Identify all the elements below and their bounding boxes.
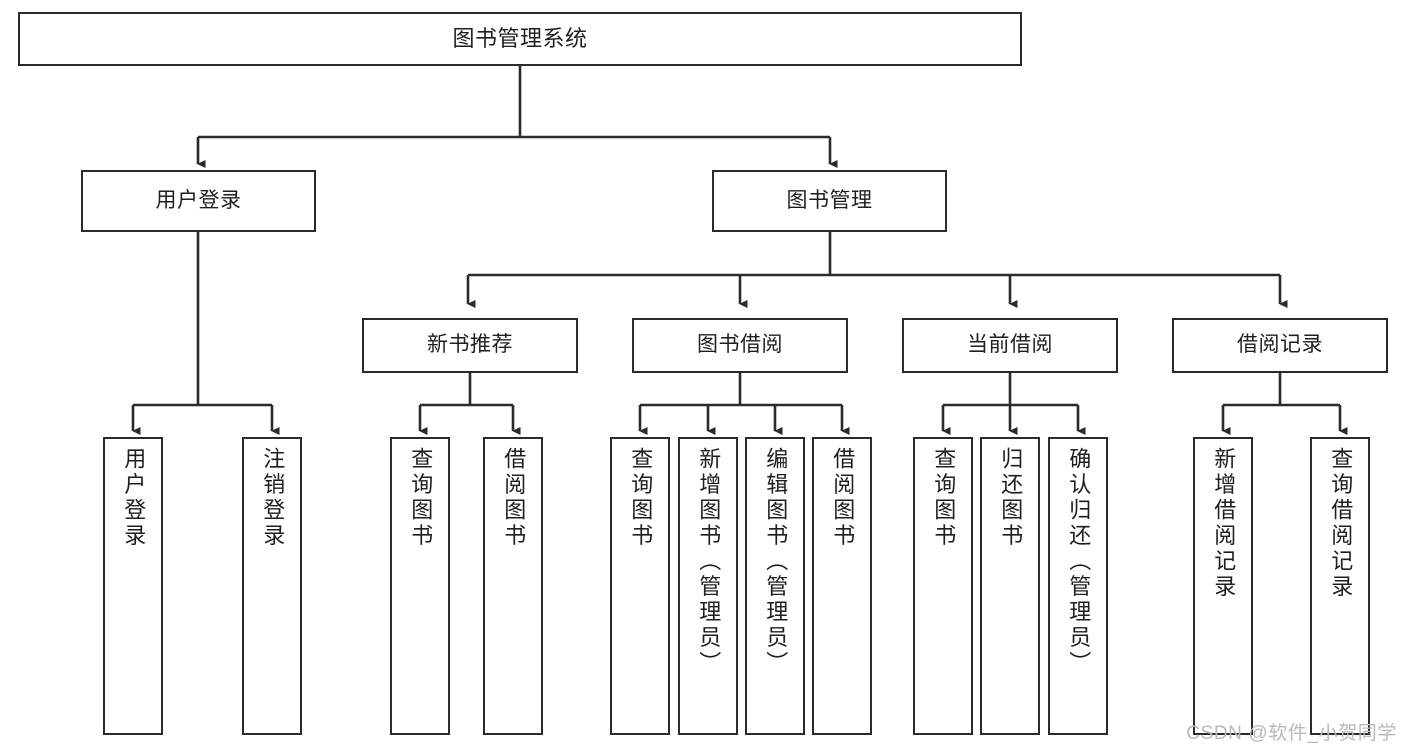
leaf-logout[interactable]: 注销登录	[242, 437, 302, 735]
node-label: 编辑图书（管理员）	[763, 447, 789, 677]
node-label: 查询图书	[408, 447, 434, 549]
leaf-search-borrowing-record[interactable]: 查询借阅记录	[1310, 437, 1370, 735]
leaf-user-login[interactable]: 用户登录	[103, 437, 163, 735]
node-label: 用户登录	[155, 188, 242, 212]
node-label: 图书借阅	[697, 333, 783, 357]
node-current-borrowing[interactable]: 当前借阅	[902, 318, 1118, 373]
node-label: 新增借阅记录	[1211, 447, 1237, 600]
node-book-borrowing[interactable]: 图书借阅	[632, 318, 848, 373]
node-root-book-management-system[interactable]: 图书管理系统	[18, 12, 1022, 66]
node-borrowing-records[interactable]: 借阅记录	[1172, 318, 1388, 373]
node-book-management[interactable]: 图书管理	[712, 170, 947, 232]
leaf-add-borrowing-record[interactable]: 新增借阅记录	[1193, 437, 1253, 735]
leaf-borrow-books-recommendation[interactable]: 借阅图书	[483, 437, 543, 735]
node-label: 借阅图书	[830, 447, 856, 549]
node-label: 借阅记录	[1237, 333, 1323, 357]
leaf-search-books-recommendation[interactable]: 查询图书	[390, 437, 450, 735]
node-label: 新增图书（管理员）	[696, 447, 722, 677]
node-label: 图书管理	[786, 188, 873, 212]
node-label: 当前借阅	[967, 333, 1053, 357]
leaf-search-books-borrowing[interactable]: 查询图书	[610, 437, 670, 735]
leaf-confirm-return-admin[interactable]: 确认归还（管理员）	[1048, 437, 1108, 735]
node-label: 查询借阅记录	[1328, 447, 1354, 600]
leaf-borrow-books-borrowing[interactable]: 借阅图书	[812, 437, 872, 735]
leaf-return-books[interactable]: 归还图书	[980, 437, 1040, 735]
node-label: 归还图书	[998, 447, 1024, 549]
node-new-book-recommendation[interactable]: 新书推荐	[362, 318, 578, 373]
node-user-login[interactable]: 用户登录	[81, 170, 316, 232]
leaf-add-book-admin[interactable]: 新增图书（管理员）	[678, 437, 738, 735]
node-label: 查询图书	[931, 447, 957, 549]
leaf-search-books-current[interactable]: 查询图书	[913, 437, 973, 735]
node-label: 注销登录	[260, 447, 286, 549]
node-label: 借阅图书	[501, 447, 527, 549]
leaf-edit-book-admin[interactable]: 编辑图书（管理员）	[745, 437, 805, 735]
node-label: 用户登录	[121, 447, 147, 549]
node-label: 图书管理系统	[452, 26, 588, 52]
node-label: 查询图书	[628, 447, 654, 549]
watermark: CSDN @软件_小贺同学	[1186, 723, 1397, 744]
node-label: 新书推荐	[427, 333, 513, 357]
node-label: 确认归还（管理员）	[1066, 447, 1092, 677]
